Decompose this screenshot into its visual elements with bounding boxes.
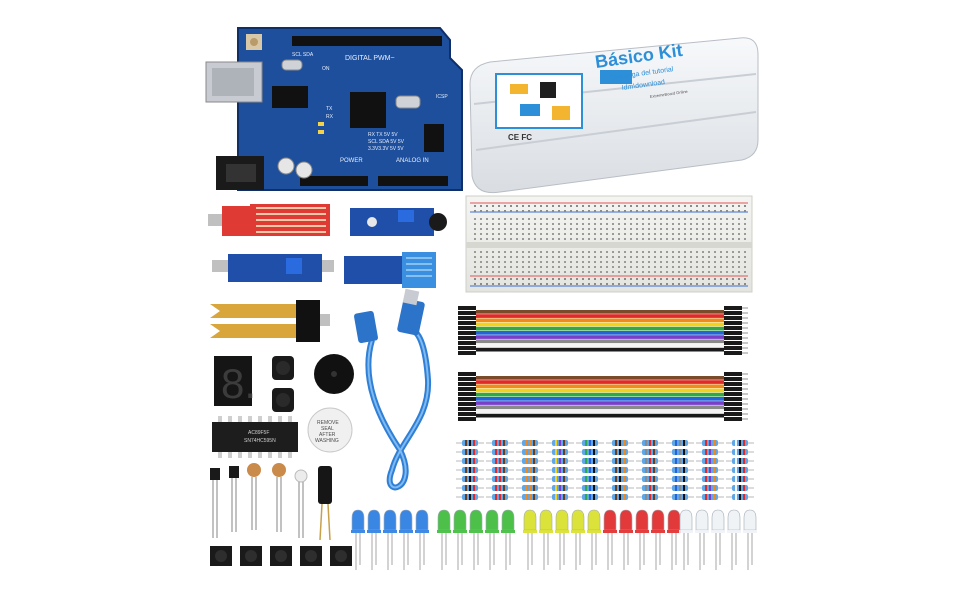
resistor-group (726, 440, 754, 500)
resistors (456, 440, 754, 500)
led (711, 509, 725, 570)
breadboard (465, 195, 753, 293)
resistor-group (486, 440, 514, 500)
led (743, 509, 757, 570)
buzzer-sticker-3: AFTER (319, 432, 336, 438)
thermistors-and-ldrs (210, 463, 308, 538)
water-level-sensor (208, 204, 330, 236)
digital-header (292, 36, 442, 46)
resistor-group (636, 440, 664, 500)
soil-module (212, 254, 334, 282)
resistor-group (576, 440, 604, 500)
tilt-sensor (318, 466, 332, 541)
sound-sensor-module (350, 208, 447, 236)
resistor-group (606, 440, 634, 500)
segment-digit: 8. (221, 360, 256, 407)
led (679, 509, 693, 570)
active-buzzer (314, 354, 354, 394)
storage-box: Básico Kit Descarga del tutorial Idm\dow… (469, 37, 759, 194)
chip-part: SN74HC595N (244, 438, 276, 444)
on-label: ON (322, 66, 330, 72)
led (399, 509, 413, 570)
led (727, 509, 741, 570)
push-button (210, 546, 232, 566)
led (695, 509, 709, 570)
led (383, 509, 397, 570)
tx-label: TX (326, 106, 333, 112)
usb-cable (354, 288, 432, 491)
resistor-group (666, 440, 694, 500)
push-button (240, 546, 262, 566)
capacitor (277, 157, 295, 175)
push-button (300, 546, 322, 566)
led (603, 509, 617, 570)
resistor-group (696, 440, 724, 500)
usb-chip (272, 86, 308, 108)
icsp-header (424, 124, 444, 152)
seven-segment-display: 8. (214, 356, 256, 407)
arduino-uno-board: DIGITAL PWM~ POWER ANALOG IN SCL SDA ICS… (205, 27, 463, 191)
buzzer-sticker-4: WASHING (315, 438, 339, 444)
resistor-group (516, 440, 544, 500)
microcontroller-chip (350, 92, 386, 128)
buzzer-sticker-1: REMOVE (317, 420, 339, 426)
ic-chip-74hc595: AC89F5F SN74HC595N (212, 416, 298, 458)
leds (351, 509, 757, 570)
icsp-label: ICSP (436, 94, 448, 100)
led (523, 509, 537, 570)
crystal (395, 95, 421, 109)
led (667, 509, 681, 570)
push-button (270, 546, 292, 566)
box-small-text: ExtremeBoard Online (649, 89, 688, 99)
power-header (300, 176, 368, 186)
pins-row-2: SCL SDA 5V 5V (368, 139, 405, 145)
led (351, 509, 365, 570)
analog-header (378, 176, 448, 186)
led (619, 509, 633, 570)
led (367, 509, 381, 570)
jumper-wires (458, 306, 748, 421)
led (485, 509, 499, 570)
rx-label: RX (326, 114, 334, 120)
led (501, 509, 515, 570)
jumper-bundle (458, 306, 748, 355)
led (453, 509, 467, 570)
resistor-group (546, 440, 574, 500)
push-buttons (210, 546, 352, 566)
led (587, 509, 601, 570)
led (571, 509, 585, 570)
pins-row-1: RX TX 5V 5V (368, 132, 398, 138)
soil-moisture-probe (210, 300, 330, 342)
dht11-module (344, 252, 436, 288)
scl-sda-label: SCL SDA (292, 52, 314, 58)
led (539, 509, 553, 570)
buzzer-sticker-2: SEAL (321, 426, 334, 432)
led (555, 509, 569, 570)
passive-buzzer: REMOVE SEAL AFTER WASHING (307, 407, 353, 453)
potentiometer (272, 356, 294, 412)
microphone (429, 213, 447, 231)
led (437, 509, 451, 570)
led (415, 509, 429, 570)
analog-label: ANALOG IN (396, 158, 429, 164)
digital-label: DIGITAL PWM~ (345, 55, 395, 62)
pins-row-3: 3.3V3.3V 5V 5V (368, 146, 404, 152)
led (651, 509, 665, 570)
led (469, 509, 483, 570)
resistor-group (456, 440, 484, 500)
chip-code: AC89F5F (248, 430, 269, 436)
jumper-bundle (458, 372, 748, 421)
led (635, 509, 649, 570)
push-button (330, 546, 352, 566)
cert-marks: CE FC (508, 133, 532, 142)
power-label: POWER (340, 158, 363, 164)
breadboard-holes (474, 205, 746, 285)
